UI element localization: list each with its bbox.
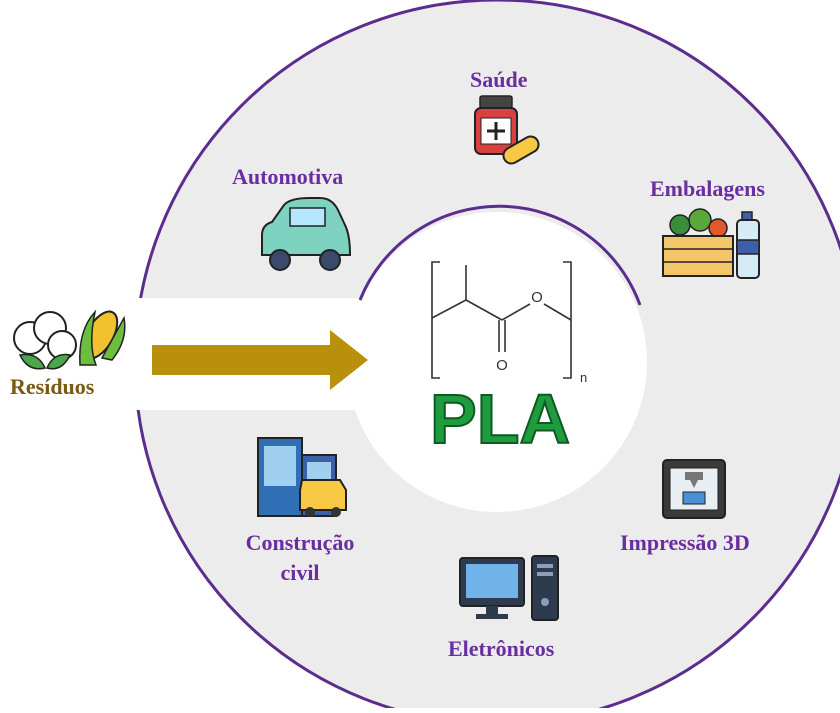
computer-icon <box>459 555 559 621</box>
ester-oxygen: O <box>531 289 543 306</box>
label-civil: civil <box>280 560 320 585</box>
cotton-icon <box>13 311 77 370</box>
label-automotiva: Automotiva <box>232 164 344 189</box>
label-embalagens: Embalagens <box>650 176 765 201</box>
buildings-icon <box>257 437 347 517</box>
inner-circle <box>347 212 647 512</box>
bond-1 <box>431 299 467 319</box>
label-construcao: Construção <box>245 530 355 555</box>
label-saude: Saúde <box>470 67 528 92</box>
3d-printer-icon <box>662 459 726 519</box>
process-arrow <box>152 330 368 390</box>
label-residuos: Resíduos <box>10 374 95 399</box>
medicine-icon <box>474 95 540 165</box>
product-name: PLA <box>430 380 570 458</box>
carbonyl-oxygen: O <box>496 357 508 374</box>
bond-4 <box>543 303 572 321</box>
bracket-left <box>431 261 440 379</box>
label-construcao-civil: Construção civil <box>230 528 370 588</box>
corn-icon <box>79 309 126 366</box>
bond-2 <box>465 299 503 321</box>
packaging-icon <box>662 208 760 279</box>
repeat-subscript: n <box>580 370 587 385</box>
label-impressao-3d: Impressão 3D <box>620 530 750 555</box>
car-icon <box>261 197 352 271</box>
pla-structure <box>431 261 572 379</box>
label-eletronicos: Eletrônicos <box>448 636 555 661</box>
bond-3 <box>501 303 531 321</box>
inner-circle-arc <box>358 204 642 306</box>
